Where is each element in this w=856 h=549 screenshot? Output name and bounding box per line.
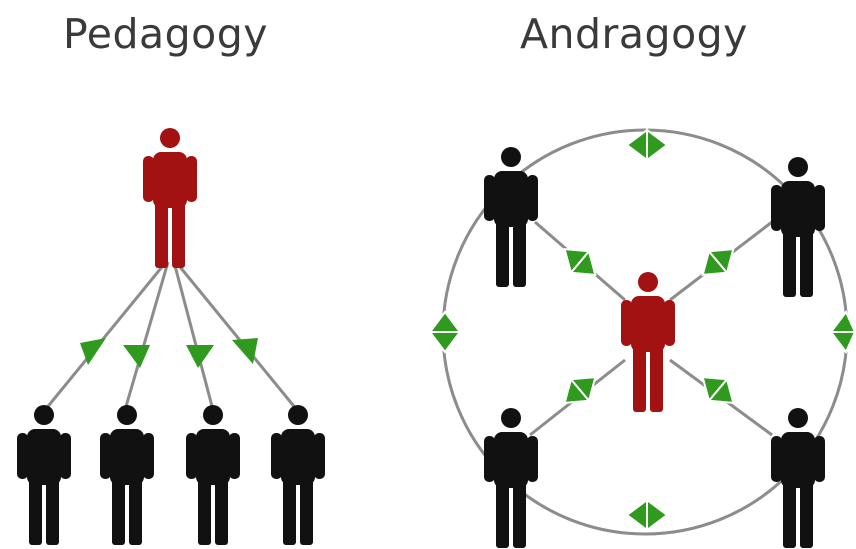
two-way-arrow-icon [625,498,669,532]
two-way-arrow-icon [701,248,735,276]
down-arrow-icon [123,345,150,368]
learner-icon [186,405,240,545]
down-arrow-icon [186,345,214,368]
andragogy-circle-arrows [428,128,856,532]
down-arrow-icon [80,338,106,365]
andragogy-diagram [428,128,856,548]
andragogy-title: Andragogy [520,10,748,58]
learner-icon [17,405,71,545]
down-arrow-icon [232,338,258,364]
learner-icon [484,408,538,548]
learner-icon [100,405,154,545]
connector-line [123,261,170,411]
learner-icon [771,157,825,297]
two-way-arrow-icon [625,128,669,162]
pedagogy-diagram [17,128,325,545]
connector-line [174,261,299,411]
learner-icon [271,405,325,545]
learner-icon [484,147,538,287]
connector-line [172,261,215,411]
andragogy-spoke-arrows [563,248,735,404]
facilitator-icon [621,272,675,412]
pedagogy-title: Pedagogy [63,10,269,58]
two-way-arrow-icon [829,310,856,354]
connector-line [43,261,168,411]
pedagogy-arrows [80,338,258,368]
learner-icon [771,408,825,548]
teacher-icon [143,128,197,268]
two-way-arrow-icon [428,310,462,354]
two-way-arrow-icon [563,248,597,276]
two-way-arrow-icon [563,376,597,404]
two-way-arrow-icon [701,376,735,404]
pedagogy-connector-lines [43,261,299,411]
